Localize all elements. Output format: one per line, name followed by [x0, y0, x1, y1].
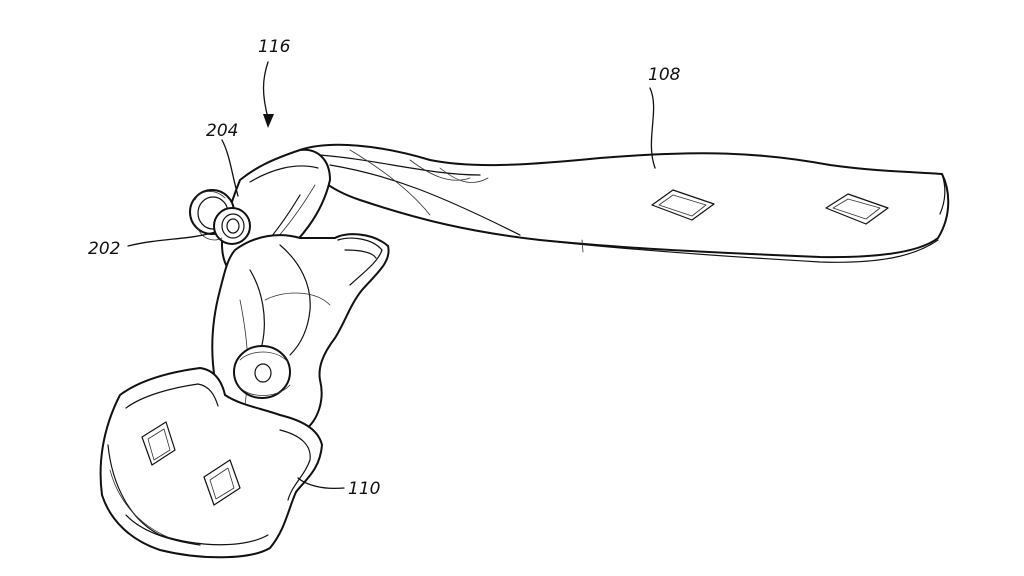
leader-116 — [262, 61, 269, 119]
leader-108 — [649, 87, 656, 169]
leader-204 — [221, 139, 239, 197]
pivot-bolt — [189, 189, 251, 245]
hinge-arm — [299, 143, 950, 263]
leader-110 — [297, 477, 345, 490]
label-arm: 108 — [648, 65, 681, 85]
base-plate — [99, 367, 323, 559]
label-pivot-bolt: 204 — [206, 121, 238, 141]
label-assembly: 116 — [258, 37, 291, 57]
label-bushing: 202 — [88, 239, 120, 259]
leader-202 — [127, 231, 216, 247]
hinge-bracket — [211, 233, 390, 439]
arrowhead-116-icon — [263, 114, 274, 128]
leader-lines — [127, 61, 656, 490]
label-base-plate: 110 — [348, 479, 380, 499]
